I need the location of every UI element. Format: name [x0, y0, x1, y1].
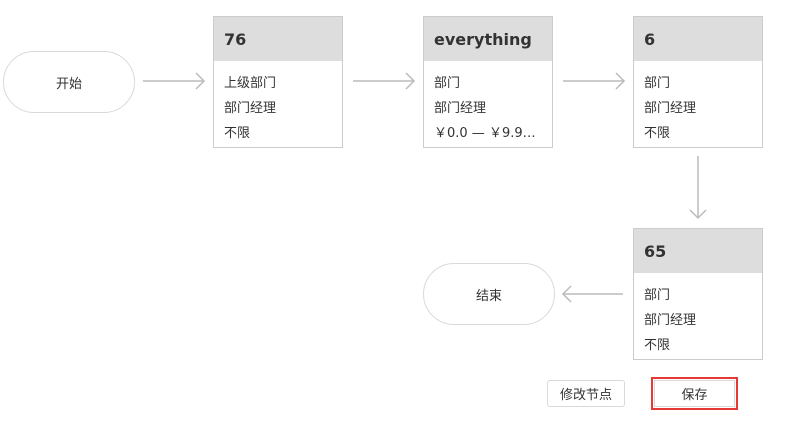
- arrow-node-3-to-node-4: [689, 156, 707, 220]
- node-line: ￥0.0 — ￥9.99...: [434, 126, 542, 141]
- node-line: 部门: [644, 288, 671, 303]
- arrow-start-to-node-1: [143, 72, 206, 90]
- node-line: 不限: [644, 126, 671, 141]
- node-line: 部门经理: [224, 101, 277, 116]
- flow-node[interactable]: 6 部门 部门经理 不限: [633, 16, 763, 148]
- node-line: 不限: [224, 126, 251, 141]
- start-node-label: 开始: [55, 76, 82, 92]
- arrow-node-4-to-end: [561, 285, 623, 303]
- end-node[interactable]: 结束: [423, 263, 555, 325]
- node-line: 不限: [644, 338, 671, 353]
- save-button[interactable]: 保存: [651, 377, 738, 410]
- flow-node[interactable]: 65 部门 部门经理 不限: [633, 228, 763, 360]
- node-line: 部门: [644, 76, 671, 91]
- arrow-node-2-to-node-3: [563, 72, 626, 90]
- node-title: 6: [634, 17, 762, 61]
- end-node-label: 结束: [475, 288, 502, 304]
- flow-node[interactable]: 76 上级部门 部门经理 不限: [213, 16, 343, 148]
- node-line: 部门经理: [644, 101, 697, 116]
- node-line: 部门经理: [644, 313, 697, 328]
- start-node[interactable]: 开始: [3, 51, 135, 113]
- flow-node[interactable]: everything 部门 部门经理 ￥0.0 — ￥9.99...: [423, 16, 553, 148]
- node-line: 部门经理: [434, 101, 487, 116]
- node-line: 上级部门: [224, 76, 277, 91]
- node-title: 76: [214, 17, 342, 61]
- edit-nodes-button[interactable]: 修改节点: [547, 380, 625, 407]
- arrow-node-1-to-node-2: [353, 72, 416, 90]
- node-title: 65: [634, 229, 762, 273]
- save-button-label: 保存: [654, 380, 735, 407]
- node-line: 部门: [434, 76, 461, 91]
- node-title: everything: [424, 17, 552, 61]
